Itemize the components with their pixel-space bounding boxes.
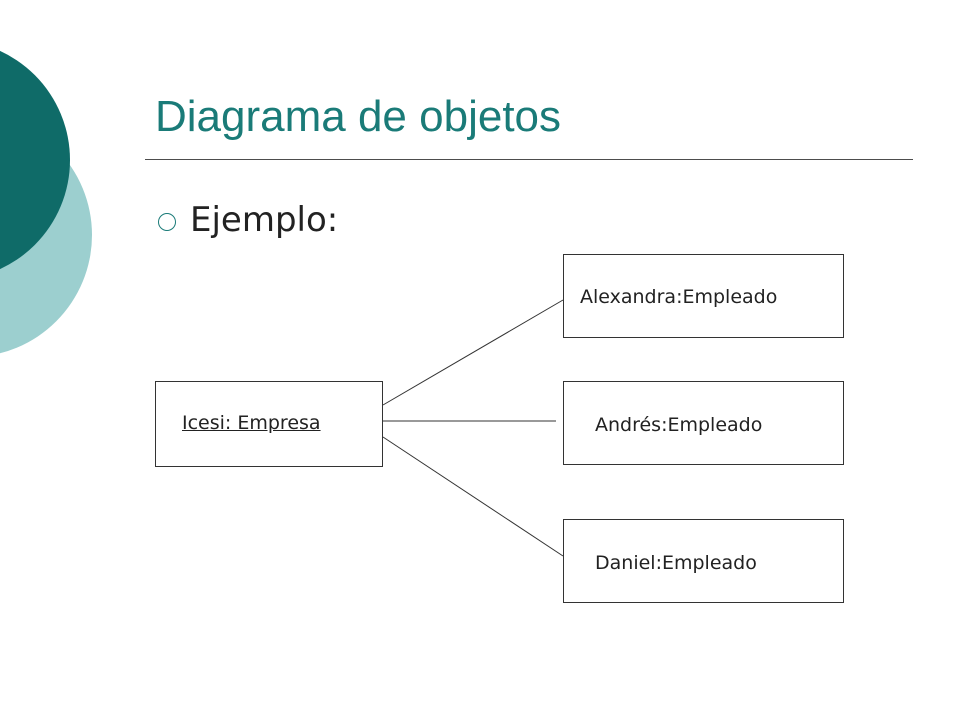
employee-object-box-andres [563, 381, 844, 465]
slide-title: Diagrama de objetos [155, 92, 562, 141]
dark-circle [0, 50, 70, 270]
employee-object-label-andres: Andrés:Empleado [595, 414, 763, 436]
company-object-box [155, 381, 383, 467]
employee-object-box-daniel [563, 519, 844, 603]
title-divider [145, 159, 913, 160]
company-object-label: Icesi: Empresa [182, 412, 321, 434]
employee-object-label-alexandra: Alexandra:Empleado [580, 286, 778, 308]
employee-object-box-alexandra [563, 254, 844, 338]
bullet-text: Ejemplo: [190, 200, 339, 240]
decorative-circles [0, 50, 92, 354]
link-company-daniel [382, 436, 564, 557]
circle-bullet-icon [158, 213, 176, 231]
bullet-item: Ejemplo: [158, 200, 338, 240]
employee-object-label-daniel: Daniel:Empleado [595, 552, 757, 574]
link-company-alexandra [382, 299, 564, 406]
